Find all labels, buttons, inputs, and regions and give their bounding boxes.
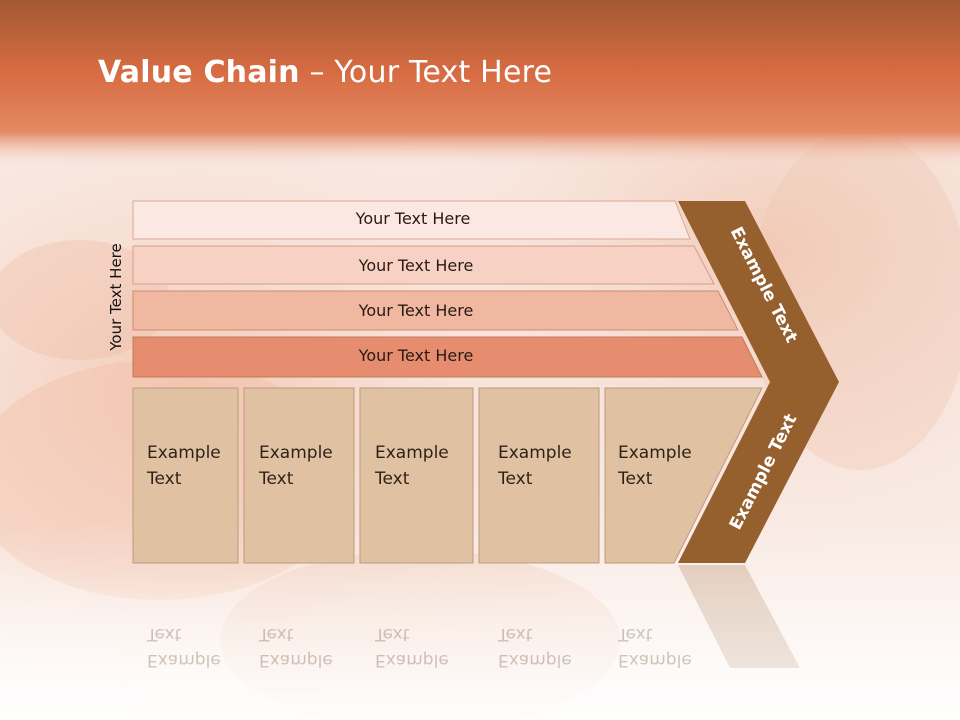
bar-label-3: Your Text Here	[358, 301, 474, 320]
bar-shape-1	[132, 200, 691, 240]
cell-shape-2	[243, 387, 355, 564]
page-title: Value Chain – Your Text Here	[98, 55, 552, 90]
cell-3-line1: Example	[375, 443, 449, 463]
bar-label-2: Your Text Here	[358, 256, 474, 275]
cell-2-line1: Example	[259, 443, 333, 463]
title-bold: Value Chain	[98, 55, 300, 90]
cell-4-line1: Example	[498, 443, 572, 463]
cell-5-line2: Text	[618, 469, 653, 489]
cell-shape-4	[478, 387, 600, 564]
cell-2-line2: Text	[259, 469, 294, 489]
side-label: Your Text Here	[107, 243, 125, 351]
cell-5-line1: Example	[618, 443, 692, 463]
chevron-arrow	[678, 201, 839, 563]
bar-shape-2	[132, 245, 715, 285]
bar-shape-4	[132, 336, 763, 378]
cell-shape-3	[359, 387, 474, 564]
bar-label-4: Your Text Here	[358, 346, 474, 365]
cell-shape-1	[132, 387, 239, 564]
cell-shape-5	[604, 387, 763, 564]
cell-3-line2: Text	[375, 469, 410, 489]
bar-label-1: Your Text Here	[355, 209, 471, 228]
cell-4-line2: Text	[498, 469, 533, 489]
bar-shape-3	[132, 290, 739, 331]
title-rest: – Your Text Here	[299, 55, 553, 90]
cell-1-line2: Text	[147, 469, 182, 489]
cell-1-line1: Example	[147, 443, 221, 463]
